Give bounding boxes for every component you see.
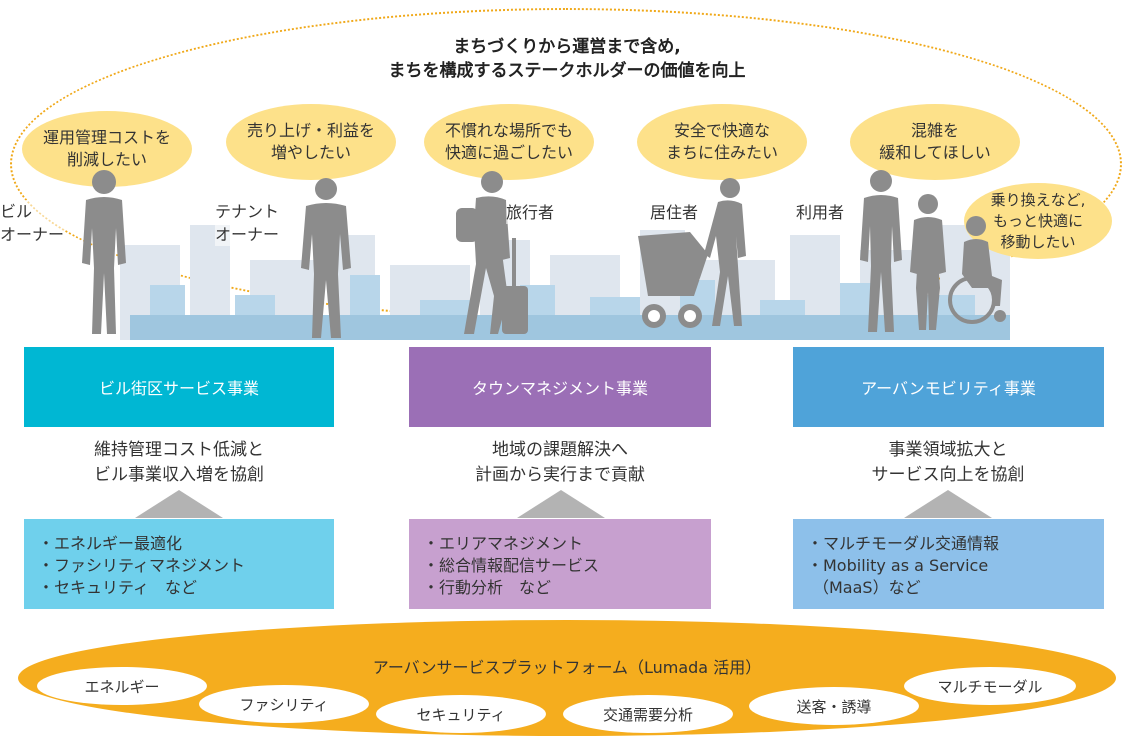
feature-item: ・ファシリティマネジメント bbox=[38, 556, 246, 575]
feature-item: ・マルチモーダル交通情報 bbox=[807, 534, 1000, 553]
up-arrow-icon bbox=[904, 490, 992, 518]
speech-bubble-mobility: 乗り換えなど, もっと快適に 移動したい bbox=[964, 183, 1112, 259]
feature-list-town-management: ・エリアマネジメント ・総合情報配信サービス ・行動分析 など bbox=[409, 519, 711, 609]
platform-item-facility: ファシリティ bbox=[199, 685, 369, 723]
feature-item: ・エネルギー最適化 bbox=[38, 534, 183, 553]
feature-item: ・セキュリティ など bbox=[38, 578, 198, 597]
stakeholder-label-traveler: 旅行者 bbox=[506, 201, 555, 224]
person-silhouette-user-woman bbox=[906, 192, 950, 332]
service-box-urban-mobility: アーバンモビリティ事業 bbox=[793, 347, 1104, 427]
person-silhouette-tenant-owner bbox=[296, 176, 356, 340]
speech-bubble-traveler: 不慣れな場所でも 快適に過ごしたい bbox=[424, 104, 594, 180]
platform-item-security: セキュリティ bbox=[376, 695, 546, 733]
person-silhouette-building-owner bbox=[78, 168, 130, 336]
person-silhouette-user-man bbox=[856, 168, 906, 334]
feature-item: （MaaS）など bbox=[813, 578, 921, 597]
service-description-building-district: 維持管理コスト低減と ビル事業収入増を協創 bbox=[94, 440, 264, 485]
up-arrow-icon bbox=[135, 490, 223, 518]
feature-item: ・Mobility as a Service bbox=[807, 556, 989, 575]
stakeholder-label-tenant-owner: テナント オーナー bbox=[215, 200, 280, 246]
feature-item: ・行動分析 など bbox=[423, 578, 552, 597]
service-box-building-district: ビル街区サービス事業 bbox=[24, 347, 334, 427]
feature-item: ・エリアマネジメント bbox=[423, 534, 584, 553]
speech-bubble-resident: 安全で快適な まちに住みたい bbox=[637, 104, 807, 180]
speech-bubble-tenant-owner: 売り上げ・利益を 増やしたい bbox=[226, 104, 396, 180]
speech-bubble-user: 混雑を 緩和してほしい bbox=[850, 104, 1020, 180]
platform-item-customer-guidance: 送客・誘導 bbox=[749, 687, 919, 725]
feature-list-urban-mobility: ・マルチモーダル交通情報 ・Mobility as a Service （Maa… bbox=[793, 519, 1104, 609]
service-box-town-management: タウンマネジメント事業 bbox=[409, 347, 711, 427]
stakeholder-label-building-owner: ビル オーナー bbox=[0, 200, 65, 246]
service-description-urban-mobility: 事業領域拡大と サービス向上を協創 bbox=[871, 440, 1025, 485]
platform-item-energy: エネルギー bbox=[37, 667, 207, 705]
person-silhouette-wheelchair-user bbox=[944, 214, 1010, 326]
platform-item-multimodal: マルチモーダル bbox=[904, 667, 1076, 705]
platform-title: アーバンサービスプラットフォーム（Lumada 活用） bbox=[372, 658, 762, 677]
platform-item-traffic-demand-analysis: 交通需要分析 bbox=[563, 695, 733, 733]
stakeholder-label-user: 利用者 bbox=[796, 201, 845, 224]
feature-list-building-district: ・エネルギー最適化 ・ファシリティマネジメント ・セキュリティ など bbox=[24, 519, 334, 609]
feature-item: ・総合情報配信サービス bbox=[423, 556, 600, 575]
up-arrow-icon bbox=[517, 490, 605, 518]
stakeholder-label-resident: 居住者 bbox=[650, 201, 699, 224]
headline: まちづくりから運営まで含め, まちを構成するステークホルダーの価値を向上 bbox=[388, 37, 746, 81]
service-description-town-management: 地域の課題解決へ 計画から実行まで貢献 bbox=[475, 440, 645, 485]
person-silhouette-resident-with-stroller bbox=[630, 176, 760, 332]
person-silhouette-traveler bbox=[450, 168, 540, 338]
